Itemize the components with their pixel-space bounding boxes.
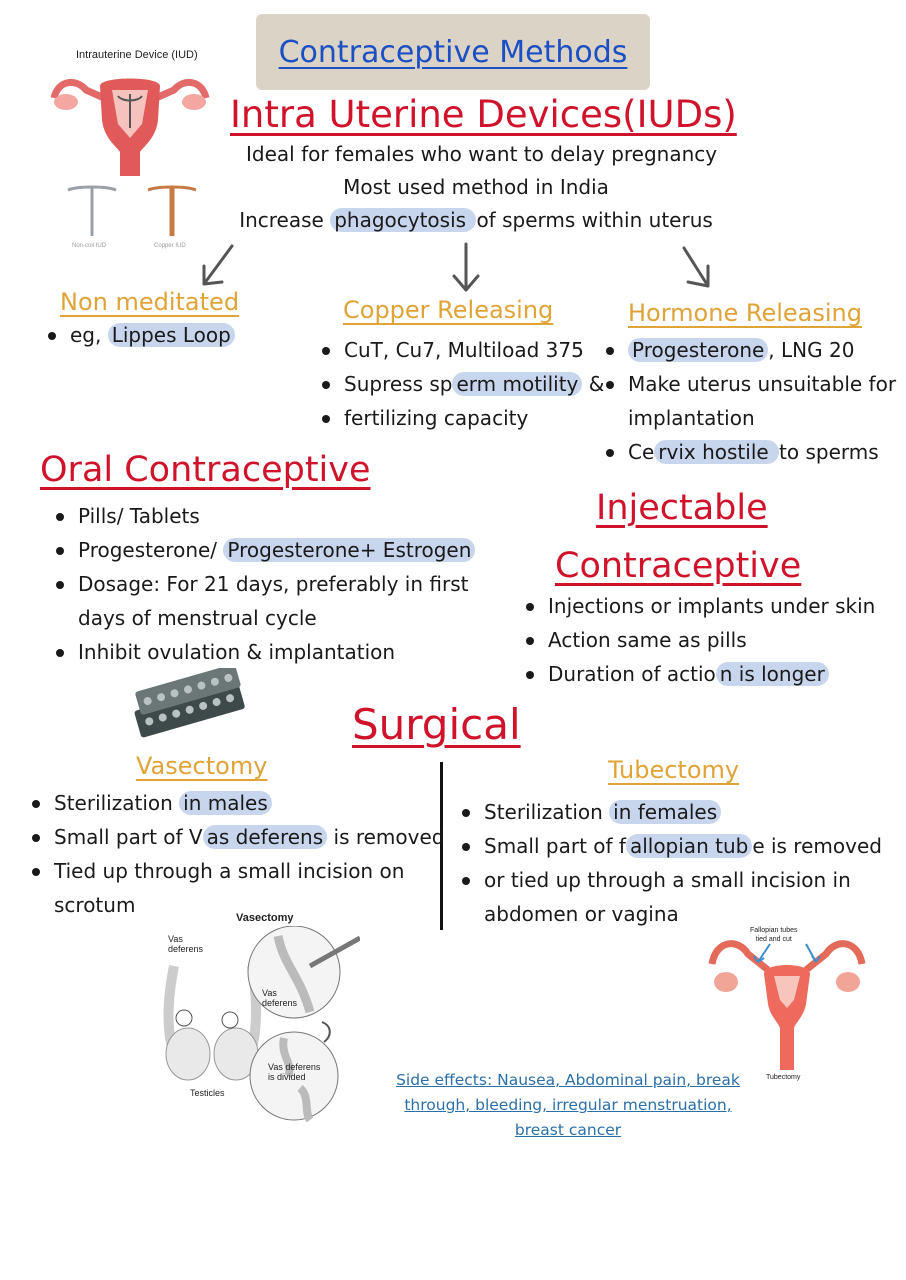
vas-deferens-label-2: Vas deferens xyxy=(262,988,298,1008)
iud-line-1: Ideal for females who want to delay preg… xyxy=(246,142,718,166)
injectable-heading-2: Contraceptive xyxy=(555,546,802,586)
highlight-phagocytosis: phagocytosis xyxy=(330,208,477,232)
vas-deferens-label-1: Vas deferens xyxy=(168,934,204,954)
list-item: Injections or implants under skin xyxy=(522,589,875,623)
vasectomy-heading: Vasectomy xyxy=(136,752,268,780)
side-effects-line-2: through, bleeding, irregular menstruatio… xyxy=(404,1096,732,1114)
list-item-continued: days of menstrual cycle xyxy=(78,606,317,630)
arrow-right-icon xyxy=(682,246,710,288)
non-medicated-heading: Non meditated xyxy=(60,288,240,316)
side-effects: Side effects: Nausea, Abdominal pain, br… xyxy=(380,1068,756,1143)
title-box: Contraceptive Methods xyxy=(256,14,650,90)
side-effects-line-3: breast cancer xyxy=(514,1121,622,1139)
testicles-label: Testicles xyxy=(190,1088,225,1098)
tubectomy-figure-label: Tubectomy xyxy=(766,1074,801,1081)
tubectomy-heading: Tubectomy xyxy=(608,756,740,784)
vas-deferens-divided-label: Vas deferens is divided xyxy=(268,1062,321,1082)
oral-heading: Oral Contraceptive xyxy=(40,450,371,490)
list-item-continued: abdomen or vagina xyxy=(484,902,679,926)
highlight-lippes-loop: Lippes Loop xyxy=(107,323,235,347)
list-item: Tied up through a small incision on xyxy=(28,854,445,888)
copper-iud-icon xyxy=(147,185,197,236)
list-item: Make uterus unsuitable for xyxy=(602,367,896,401)
highlight-progesterone-estrogen: Progesterone+ Estrogen xyxy=(223,538,476,562)
highlight-cervix-hostile: rvix hostile xyxy=(654,440,780,464)
list-item: eg, Lippes Loop xyxy=(44,318,235,352)
non-coil-iud-icon xyxy=(67,185,117,236)
list-item: Sterilization in females xyxy=(458,795,882,829)
highlight-in-females: in females xyxy=(609,800,722,824)
branch-arrows xyxy=(202,242,710,292)
page-title: Contraceptive Methods xyxy=(278,34,628,70)
tubectomy-list: Sterilization in females Small part of f… xyxy=(458,795,882,931)
tubectomy-illustration xyxy=(708,940,866,1070)
iud-line-3-pre: Increase xyxy=(239,208,331,232)
side-effects-line-1: Side effects: Nausea, Abdominal pain, br… xyxy=(396,1071,740,1089)
vasectomy-illustration xyxy=(163,926,360,1122)
iud-line-3-post: of sperms within uterus xyxy=(476,208,713,232)
iud-image-caption: Intrauterine Device (IUD) xyxy=(76,49,198,61)
injectable-heading-1: Injectable xyxy=(596,488,768,528)
list-item: Sterilization in males xyxy=(28,786,445,820)
list-item: Action same as pills xyxy=(522,623,875,657)
iud-line-3: Increase phagocytosis of sperms within u… xyxy=(226,208,726,232)
iud-line-2: Most used method in India xyxy=(343,175,609,199)
vasectomy-figure-title: Vasectomy xyxy=(236,912,294,924)
hormone-heading: Hormone Releasing xyxy=(628,299,862,327)
uterus-illustration xyxy=(50,78,210,176)
divider-line xyxy=(440,762,443,930)
fallopian-tubes-label: Fallopian tubes tied and cut xyxy=(750,927,798,943)
copper-iud-label: Copper IUD xyxy=(154,243,186,249)
copper-heading: Copper Releasing xyxy=(343,296,554,324)
list-item-continued: scrotum xyxy=(54,893,136,917)
surgical-heading: Surgical xyxy=(352,700,521,749)
highlight-in-males: in males xyxy=(179,791,272,815)
hormone-list: Progesterone, LNG 20 Make uterus unsuita… xyxy=(602,333,896,469)
list-item: Inhibit ovulation & implantation xyxy=(52,635,475,669)
arrow-left-icon xyxy=(202,244,234,286)
highlight-vas-deferens: as deferens xyxy=(202,825,328,849)
list-item: Dosage: For 21 days, preferably in first xyxy=(52,567,475,601)
non-medicated-list: eg, Lippes Loop xyxy=(44,318,235,352)
list-item-continued: implantation xyxy=(628,406,755,430)
list-item: or tied up through a small incision in xyxy=(458,863,882,897)
list-item: Pills/ Tablets xyxy=(52,499,475,533)
highlight-progesterone: Progesterone xyxy=(628,338,769,362)
pill-pack-illustration xyxy=(134,668,245,738)
list-item: CuT, Cu7, Multiload 375 xyxy=(318,333,604,367)
list-item: Progesterone/ Progesterone+ Estrogen xyxy=(52,533,476,567)
non-coil-iud-label: Non-coil IUD xyxy=(72,243,107,249)
arrow-down-icon xyxy=(452,242,480,292)
iud-heading: Intra Uterine Devices(IUDs) xyxy=(230,93,737,136)
highlight-sperm-motility: erm motility xyxy=(452,372,583,396)
highlight-is-longer: n is longer xyxy=(715,662,829,686)
list-item: fertilizing capacity xyxy=(318,401,604,435)
oral-list: Pills/ Tablets Progesterone/ Progesteron… xyxy=(52,499,476,669)
injectable-list: Injections or implants under skin Action… xyxy=(522,589,875,691)
list-item: Progesterone, LNG 20 xyxy=(602,333,896,367)
highlight-fallopian-tube: allopian tub xyxy=(625,834,753,858)
